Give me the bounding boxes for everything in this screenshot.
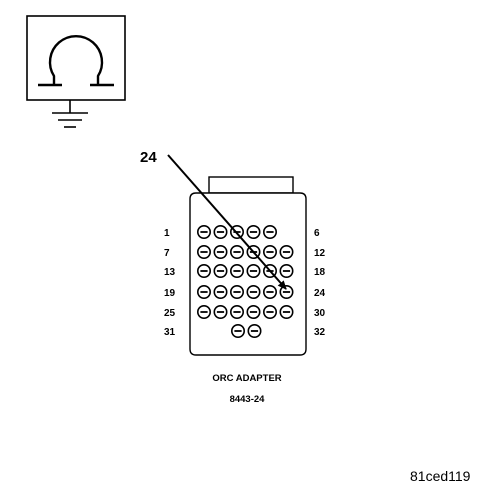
connector-pin xyxy=(246,263,261,278)
row-label-left: 25 xyxy=(164,308,176,319)
connector-pin xyxy=(230,284,245,299)
row-label-right: 30 xyxy=(314,308,326,319)
row-label-left: 1 xyxy=(164,228,170,239)
connector-pin xyxy=(246,304,261,319)
connector-pin xyxy=(213,284,228,299)
connector-pin xyxy=(246,225,261,240)
connector-pin xyxy=(279,263,294,278)
connector-pin xyxy=(279,304,294,319)
connector-pin xyxy=(213,304,228,319)
connector-pin xyxy=(262,245,277,260)
connector-pin xyxy=(262,225,277,240)
row-label-right: 6 xyxy=(314,228,320,239)
connector-pin xyxy=(230,263,245,278)
connector-pin xyxy=(197,225,212,240)
connector-pin xyxy=(213,225,228,240)
connector-tab xyxy=(208,176,294,194)
adapter-part-number: 8443-24 xyxy=(230,394,266,405)
connector-pin xyxy=(213,245,228,260)
pin-labels-right: 6 12 18 24 30 32 xyxy=(314,228,326,338)
row-label-left: 31 xyxy=(164,327,176,338)
callout-arrow xyxy=(167,154,287,290)
figure-id: 81ced119 xyxy=(410,468,471,484)
connector-pin xyxy=(197,284,212,299)
connector-pin xyxy=(213,263,228,278)
connector-pin xyxy=(262,284,277,299)
row-label-right: 24 xyxy=(314,288,326,299)
connector-pin xyxy=(246,284,261,299)
row-label-right: 18 xyxy=(314,267,326,278)
connector-pin xyxy=(230,304,245,319)
row-label-left: 19 xyxy=(164,288,176,299)
meter-box xyxy=(26,15,126,101)
connector-pin xyxy=(231,323,246,338)
row-label-left: 13 xyxy=(164,267,176,278)
connector-pin xyxy=(197,263,212,278)
connector-pin xyxy=(279,245,294,260)
row-label-right: 32 xyxy=(314,327,326,338)
row-label-left: 7 xyxy=(164,248,170,259)
connector-pin xyxy=(262,304,277,319)
callout-number: 24 xyxy=(140,149,157,166)
ground-icon xyxy=(52,100,88,128)
connector-pin xyxy=(279,284,294,299)
pin-callout: 24 xyxy=(140,149,287,290)
ohmmeter-symbol xyxy=(26,15,126,128)
row-label-right: 12 xyxy=(314,248,326,259)
ohm-icon xyxy=(38,35,114,87)
pin-labels-left: 1 7 13 19 25 31 xyxy=(164,228,176,338)
connector-pin xyxy=(197,245,212,260)
connector-pin xyxy=(197,304,212,319)
connector-pin xyxy=(230,245,245,260)
connector-pin xyxy=(247,323,262,338)
adapter-name: ORC ADAPTER xyxy=(212,373,281,384)
